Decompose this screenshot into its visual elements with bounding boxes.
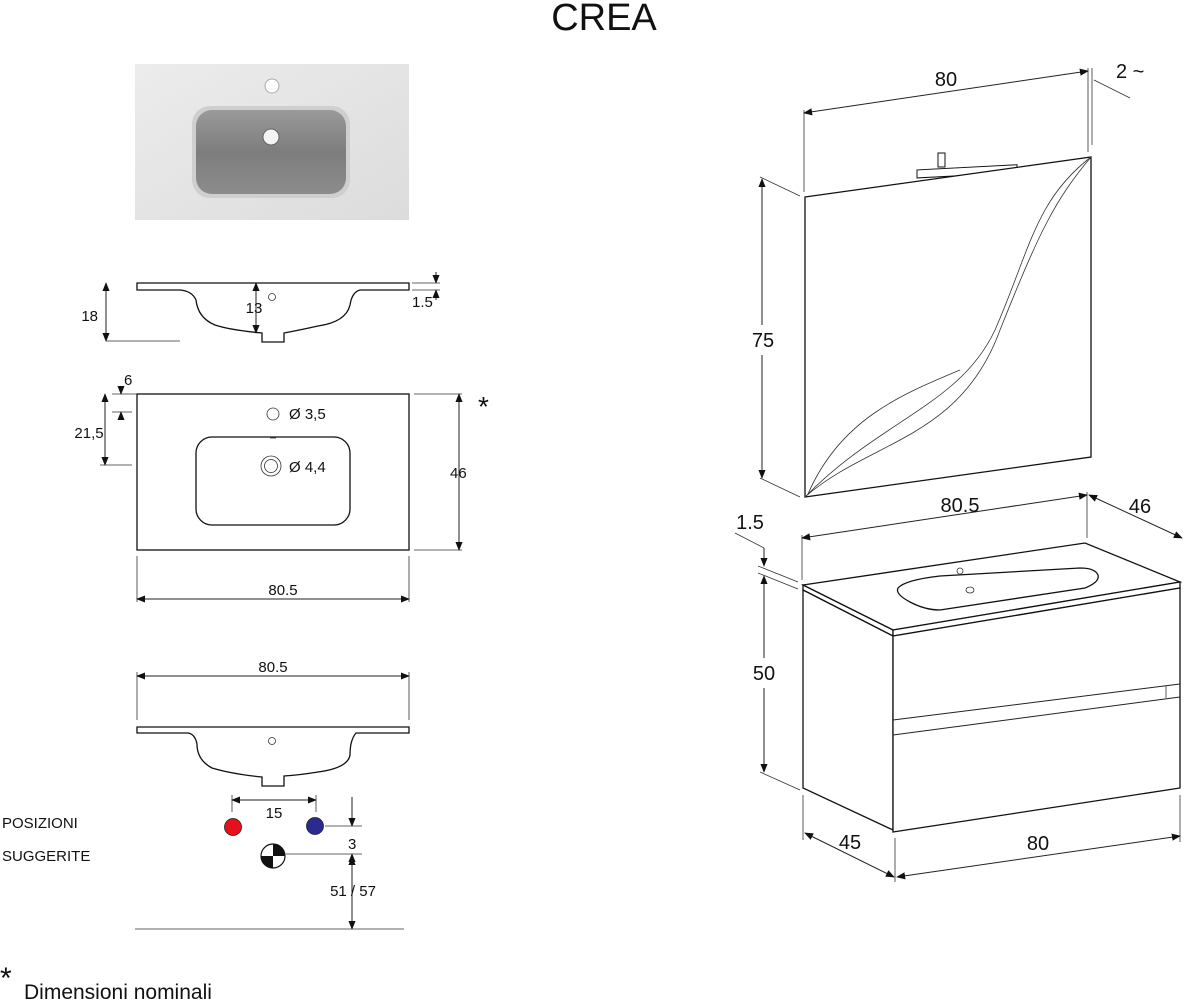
side-rim-label: 1.5 [412,294,433,311]
top-width-label: 80.5 [268,582,297,599]
side-depth-label: 13 [246,300,263,317]
title: CREA [551,0,657,39]
basin-side-section: 18 13 1.5 [81,272,440,343]
mirror-gap-label: 2 ~ [1116,61,1144,83]
top-depth-label: 46 [450,465,467,482]
drain-hole-label: Ø 4,4 [289,459,326,476]
mirror: 80 2 ~ 75 [745,61,1144,498]
mirror-width-label: 80 [935,69,957,91]
footnote-text: Dimensioni nominali [24,981,212,1000]
connection-height-label: 51 / 57 [330,883,376,900]
hole-offset-label: 21,5 [74,425,103,442]
footnote: * Dimensioni nominali [0,962,212,1000]
front-width-label: 80.5 [258,659,287,676]
mirror-height-label: 75 [752,330,774,352]
footnote-asterisk: * [0,962,12,995]
connection-positions: POSIZIONI SUGGERITE 15 3 51 / 57 [2,795,404,930]
basin-photo [135,64,409,220]
cabinet-rim-label: 1.5 [736,512,764,534]
cabinet-depth-label: 45 [839,832,861,854]
cabinet: 80.5 46 1.5 50 45 80 [734,492,1183,882]
drain-icon [260,843,286,869]
cabinet-height-label: 50 [753,663,775,685]
tap-hole-label: Ø 3,5 [289,406,326,423]
cabinet-width-label: 80 [1027,833,1049,855]
edge-offset-label: 6 [124,372,132,389]
cabinet-top-width-label: 80.5 [941,495,980,517]
nominal-asterisk: * [478,391,489,422]
cold-water-icon [306,817,324,835]
basin-front-section: 80.5 [136,659,410,787]
hot-water-icon [224,818,242,836]
side-height-label: 18 [81,308,98,325]
cabinet-top-depth-label: 46 [1129,496,1151,518]
offset-label: 3 [348,836,356,853]
basin-top-view: Ø 3,5 Ø 4,4 * 6 21,5 46 80.5 [74,372,489,603]
positions-label-line2: SUGGERITE [2,848,90,865]
positions-label-line1: POSIZIONI [2,815,78,832]
spacing-label: 15 [266,805,283,822]
